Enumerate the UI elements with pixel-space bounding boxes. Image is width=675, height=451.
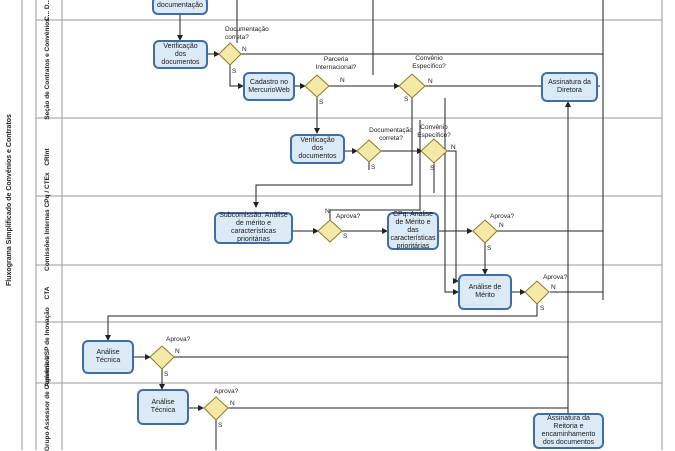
pool-title: Fluxograma Simplificado de Convênios e C…	[6, 114, 13, 286]
task-assinatura-reitoria[interactable]: Assinatura da Reitoria e encaminhamento …	[533, 413, 604, 449]
flag-yes: S	[430, 165, 435, 172]
gateway-label-documentacao-correta-2: Documentação correta?	[369, 127, 413, 142]
gateway-label-aprova-8: Aprova?	[543, 274, 568, 281]
flag-yes: S	[540, 305, 545, 312]
flag-yes: S	[319, 99, 324, 106]
flag-yes: S	[218, 422, 223, 429]
flag-no: N	[175, 348, 180, 355]
gateway-label-convenio-especifico-2: Convênio Específico?	[417, 124, 451, 139]
flag-no: N	[451, 144, 456, 151]
flag-yes: S	[371, 164, 376, 171]
gateway-label-aprova-9: Aprova?	[166, 336, 191, 343]
gateway-label-aprova-10: Aprova?	[214, 388, 239, 395]
gateways	[149, 42, 550, 421]
task-documentacao[interactable]: documentação	[152, 0, 208, 15]
lane-label-comissoes: Comissões Internas CPq / CTEx	[44, 172, 51, 271]
gateway-label-aprova-7: Aprova?	[490, 213, 515, 220]
task-analise-merito[interactable]: Análise de Mérito	[458, 274, 512, 310]
flag-no: N	[499, 222, 504, 229]
gateway-diamond	[398, 73, 426, 99]
flag-yes: S	[487, 245, 492, 252]
task-cpq-analise[interactable]: CPq: Análise de Mérito e das característ…	[387, 211, 439, 250]
gateway-label-parceria-internacional: Parceria Internacional?	[315, 56, 357, 71]
flag-no: N	[230, 400, 235, 407]
flag-no: N	[325, 208, 330, 215]
task-verificacao-documentos-secao[interactable]: Verificação dos documentos	[153, 40, 208, 69]
flag-no: N	[242, 46, 247, 53]
lane-label-grupo: Grupo Assessor de Convênios	[44, 356, 51, 451]
flag-yes: S	[343, 233, 348, 240]
flag-yes: S	[232, 68, 237, 75]
flag-no: N	[428, 78, 433, 85]
gateway-diamond	[524, 280, 550, 305]
task-analise-tecnica-grupo[interactable]: Análise Técnica	[137, 389, 189, 425]
task-cadastro-mercuriweb[interactable]: Cadastro no MercurioWeb	[243, 72, 295, 101]
task-subcomissao[interactable]: Subcomissão: Análise de mérito e caracte…	[214, 212, 293, 244]
flag-yes: S	[164, 371, 169, 378]
pool-frame	[21, 0, 663, 450]
flag-no: N	[340, 77, 345, 84]
gateway-label-documentacao-correta-1: Documentação correta?	[225, 26, 269, 41]
task-verificacao-documentos-crint[interactable]: Verificação dos documentos	[290, 134, 345, 164]
flag-no: N	[551, 284, 556, 291]
gateway-diamond	[356, 139, 382, 163]
gateway-diamond	[420, 138, 448, 164]
gateway-diamond	[317, 219, 343, 243]
gateway-diamond	[472, 219, 498, 244]
task-assinatura-diretora[interactable]: Assinatura da Diretora	[541, 72, 598, 102]
gateway-diamond	[218, 42, 242, 66]
gateway-diamond	[203, 396, 229, 421]
connectors	[105, 0, 604, 450]
gateway-label-convenio-especifico-1: Convênio Específico?	[412, 55, 446, 70]
gateway-diamond	[304, 74, 330, 98]
task-analise-tecnica-agencia[interactable]: Análise Técnica	[82, 340, 134, 374]
gateway-diamond	[149, 345, 175, 370]
gateway-label-aprova-6: Aprova?	[336, 213, 361, 220]
lane-label-secao: Seção de Contratos e Convênios	[44, 18, 51, 120]
flag-yes: S	[404, 96, 409, 103]
